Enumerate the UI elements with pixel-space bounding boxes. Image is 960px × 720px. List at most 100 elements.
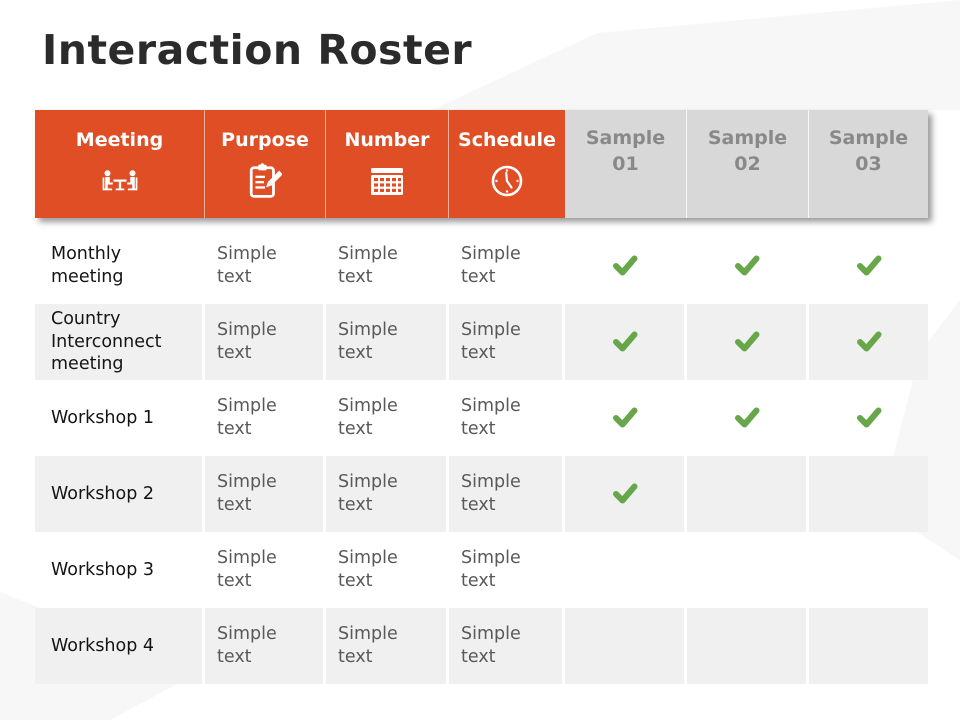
sample-02-cell [687, 456, 809, 532]
table-row: Workshop 3 Simple text Simple text Simpl… [35, 532, 928, 608]
schedule-cell: Simple text [449, 380, 565, 456]
sample-02-cell [687, 608, 809, 684]
checkmark-icon [856, 255, 881, 276]
meeting-name-cell: Country Interconnect meeting [35, 304, 205, 380]
meeting-name-cell: Workshop 4 [35, 608, 205, 684]
number-text: Simple text [338, 624, 398, 667]
meeting-name-cell: Workshop 3 [35, 532, 205, 608]
sample-03-cell [809, 532, 928, 608]
sample-03-cell [809, 228, 928, 304]
checkmark-icon [612, 483, 637, 504]
purpose-text: Simple text [217, 624, 277, 667]
sample-02-cell [687, 380, 809, 456]
meeting-name-cell: Monthly meeting [35, 228, 205, 304]
calendar-icon [369, 163, 405, 199]
checkmark-icon [612, 407, 637, 428]
purpose-cell: Simple text [205, 608, 326, 684]
column-header-label: Meeting [75, 129, 164, 151]
number-text: Simple text [338, 396, 398, 439]
sample-03-cell [809, 380, 928, 456]
clock-icon [490, 163, 524, 199]
table-row: Workshop 1 Simple text Simple text Simpl… [35, 380, 928, 456]
checkmark-icon [612, 331, 637, 352]
checkmark-icon [856, 407, 881, 428]
meeting-name: Monthly meeting [51, 244, 124, 287]
purpose-cell: Simple text [205, 456, 326, 532]
table-row: Country Interconnect meeting Simple text… [35, 304, 928, 380]
number-text: Simple text [338, 320, 398, 363]
table-row: Monthly meeting Simple text Simple text … [35, 228, 928, 304]
meeting-name: Country Interconnect meeting [51, 308, 162, 375]
column-header-sample-02: Sample 02 [687, 110, 809, 218]
checkmark-icon [734, 331, 759, 352]
number-cell: Simple text [326, 532, 449, 608]
number-text: Simple text [338, 244, 398, 287]
purpose-text: Simple text [217, 396, 277, 439]
column-header-sample-01: Sample 01 [565, 110, 687, 218]
schedule-text: Simple text [461, 472, 521, 515]
table-header-row: Meeting Purpose [35, 110, 928, 218]
meeting-name: Workshop 3 [51, 559, 155, 580]
table-body: Monthly meeting Simple text Simple text … [35, 228, 928, 684]
column-header-label: Number [344, 129, 430, 151]
purpose-cell: Simple text [205, 380, 326, 456]
checkmark-icon [734, 255, 759, 276]
purpose-text: Simple text [217, 548, 277, 591]
schedule-cell: Simple text [449, 532, 565, 608]
number-cell: Simple text [326, 608, 449, 684]
column-header-label: Schedule [458, 129, 556, 151]
schedule-text: Simple text [461, 548, 521, 591]
schedule-cell: Simple text [449, 608, 565, 684]
sample-02-cell [687, 228, 809, 304]
sample-03-cell [809, 304, 928, 380]
schedule-cell: Simple text [449, 228, 565, 304]
sample-02-cell [687, 532, 809, 608]
number-cell: Simple text [326, 304, 449, 380]
sample-01-cell [565, 608, 687, 684]
purpose-text: Simple text [217, 320, 277, 363]
number-cell: Simple text [326, 456, 449, 532]
meeting-name-cell: Workshop 1 [35, 380, 205, 456]
page-title: Interaction Roster [42, 26, 473, 74]
schedule-text: Simple text [461, 320, 521, 363]
schedule-text: Simple text [461, 244, 521, 287]
column-header-label: Sample 03 [828, 127, 909, 175]
sample-01-cell [565, 456, 687, 532]
number-text: Simple text [338, 548, 398, 591]
purpose-cell: Simple text [205, 228, 326, 304]
column-header-label: Purpose [221, 129, 309, 151]
sample-01-cell [565, 532, 687, 608]
schedule-cell: Simple text [449, 304, 565, 380]
sample-03-cell [809, 608, 928, 684]
sample-01-cell [565, 380, 687, 456]
clipboard-pencil-icon [248, 163, 282, 199]
purpose-text: Simple text [217, 244, 277, 287]
checkmark-icon [856, 331, 881, 352]
sample-01-cell [565, 228, 687, 304]
meeting-name: Workshop 2 [51, 483, 155, 504]
column-header-label: Sample 02 [707, 127, 788, 175]
sample-01-cell [565, 304, 687, 380]
table-row: Workshop 4 Simple text Simple text Simpl… [35, 608, 928, 684]
checkmark-icon [612, 255, 637, 276]
number-text: Simple text [338, 472, 398, 515]
schedule-text: Simple text [461, 624, 521, 667]
meeting-name-cell: Workshop 2 [35, 456, 205, 532]
sample-03-cell [809, 456, 928, 532]
column-header-label: Sample 01 [585, 127, 666, 175]
column-header-sample-03: Sample 03 [809, 110, 928, 218]
meeting-people-icon [99, 163, 141, 199]
interaction-roster-table: Meeting Purpose [35, 110, 928, 684]
column-header-schedule: Schedule [449, 110, 565, 218]
column-header-meeting: Meeting [35, 110, 205, 218]
schedule-cell: Simple text [449, 456, 565, 532]
schedule-text: Simple text [461, 396, 521, 439]
number-cell: Simple text [326, 228, 449, 304]
table-row: Workshop 2 Simple text Simple text Simpl… [35, 456, 928, 532]
purpose-cell: Simple text [205, 532, 326, 608]
column-header-purpose: Purpose [205, 110, 326, 218]
purpose-text: Simple text [217, 472, 277, 515]
sample-02-cell [687, 304, 809, 380]
column-header-number: Number [326, 110, 449, 218]
checkmark-icon [734, 407, 759, 428]
